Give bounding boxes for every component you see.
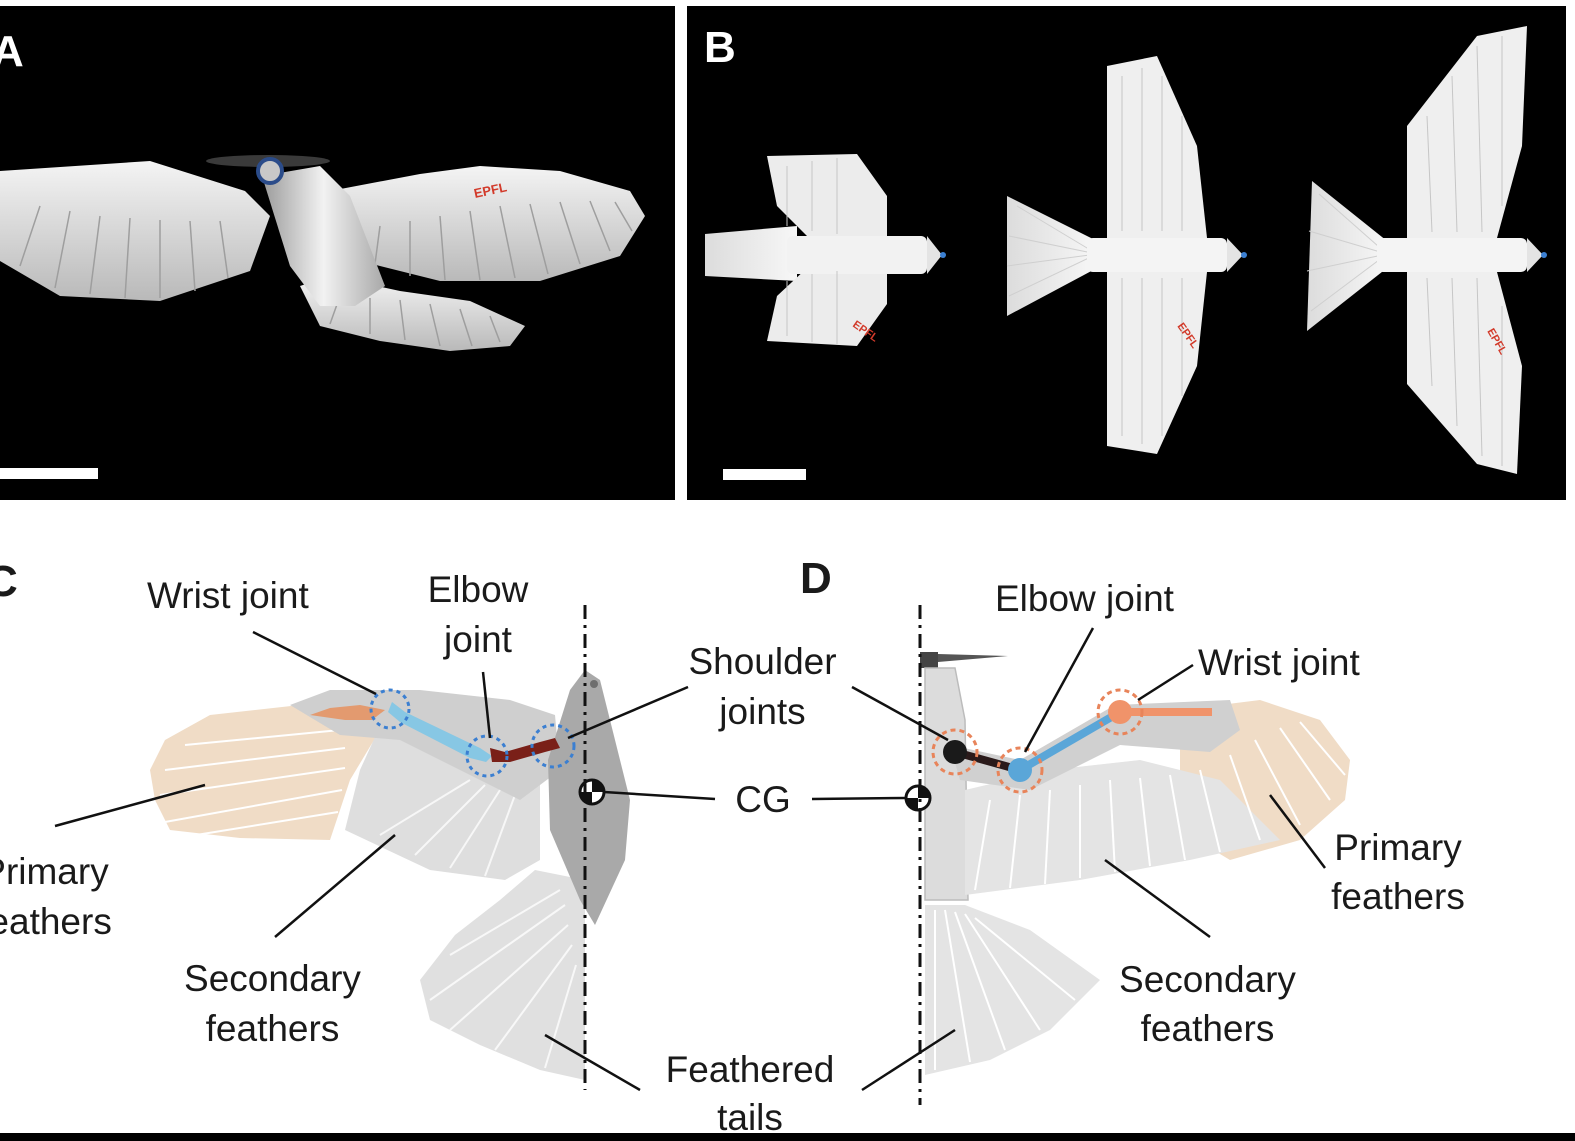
d-secondary-feathers-shape <box>965 760 1280 895</box>
propeller-hub-shape <box>256 157 284 185</box>
c-hand-bones-shape <box>310 705 385 720</box>
bird-mid-extension: EPFL <box>1006 56 1247 454</box>
scale-bar-a <box>0 468 98 479</box>
c-tail-feather-lines <box>429 889 577 1069</box>
bottom-border <box>0 1133 1575 1141</box>
panel-label-b: B <box>704 23 736 72</box>
d-wrist-joint-dot <box>1108 700 1132 724</box>
d-propeller-mount <box>920 652 938 668</box>
label-c-primary-line1: Primary <box>0 851 109 892</box>
d-leader-lines <box>811 627 1326 1092</box>
label-c-secondary-line1: Secondary <box>184 958 361 999</box>
label-d-secondary-line1: Secondary <box>1119 959 1296 1000</box>
d-elbow-joint-dot <box>1008 758 1032 782</box>
label-feathered-tails-line2: tails <box>717 1097 783 1138</box>
epfl-logo-a: EPFL <box>473 179 509 201</box>
c-primary-feather-lines <box>159 729 346 837</box>
label-c-elbow-line2: joint <box>444 619 512 660</box>
label-d-wrist-joint: Wrist joint <box>1198 642 1360 683</box>
label-d-secondary-line2: feathers <box>1140 1008 1275 1049</box>
label-c-elbow-line1: Elbow <box>427 569 529 610</box>
scale-bar-b <box>723 469 806 480</box>
panel-label-c: C <box>0 557 18 606</box>
panel-a-photo: EPFL A <box>0 6 675 500</box>
c-shoulder-joint-ring <box>530 723 576 769</box>
bird-full-extension: EPFL <box>1306 26 1547 474</box>
c-forearm-bones-shape <box>388 702 492 762</box>
d-shoulder-joint-dot <box>943 740 967 764</box>
label-c-primary-line2: feathers <box>0 901 112 942</box>
panel-d-robot <box>904 605 1350 1105</box>
left-wing-shape <box>0 161 270 301</box>
label-d-primary-line1: Primary <box>1334 827 1462 868</box>
d-elbow-joint-ring <box>996 746 1044 794</box>
label-d-primary-line2: feathers <box>1331 876 1465 917</box>
c-wrist-joint-ring <box>369 688 411 730</box>
c-primary-feathers-shape <box>150 705 380 840</box>
right-wing-feather-lines <box>374 200 633 281</box>
label-c-shoulder-line2: joints <box>719 691 806 732</box>
label-c-secondary-line2: feathers <box>205 1008 340 1049</box>
right-wing-shape <box>330 166 645 281</box>
c-eye-shape <box>590 680 598 688</box>
label-c-shoulder-line1: Shoulder <box>688 641 837 682</box>
left-wing-feather-lines <box>19 205 229 299</box>
bird-folded-wings: EPFL <box>705 154 946 346</box>
d-forearm-link <box>1017 708 1123 774</box>
panel-c-bird <box>150 605 630 1090</box>
robot-bird-angled-render: EPFL <box>0 155 645 351</box>
label-d-elbow-joint: Elbow joint <box>995 578 1174 619</box>
fuselage-shape <box>262 166 385 306</box>
label-feathered-tails-line1: Feathered <box>665 1049 835 1090</box>
panel-label-a: A <box>0 27 24 76</box>
d-shoulder-joint-ring <box>931 728 979 776</box>
panel-label-d: D <box>800 554 832 603</box>
c-elbow-joint-ring <box>465 734 509 778</box>
c-cg-marker <box>578 778 606 806</box>
d-wrist-joint-ring <box>1096 688 1144 736</box>
d-feather-lines <box>974 721 1346 891</box>
label-c-wrist-joint: Wrist joint <box>147 575 309 616</box>
d-propeller-blade <box>938 654 1008 662</box>
d-cg-marker <box>904 784 932 812</box>
panel-b-photo: EPFL EPFL <box>687 6 1566 500</box>
c-secondary-feather-lines <box>379 779 516 877</box>
c-tail-shape <box>420 870 585 1080</box>
tail-feather-lines <box>329 295 501 347</box>
label-cg: CG <box>735 779 791 820</box>
robot-bird-top-views: EPFL EPFL <box>705 26 1547 474</box>
d-tail-shape <box>925 905 1100 1075</box>
c-leader-lines <box>54 630 716 1092</box>
d-fuselage-shape <box>924 667 969 901</box>
